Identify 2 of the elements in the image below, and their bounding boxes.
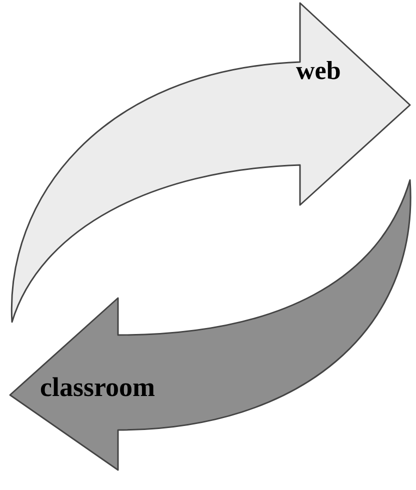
arrow-label: web — [296, 58, 341, 84]
arrow-label: classroom — [40, 374, 155, 401]
